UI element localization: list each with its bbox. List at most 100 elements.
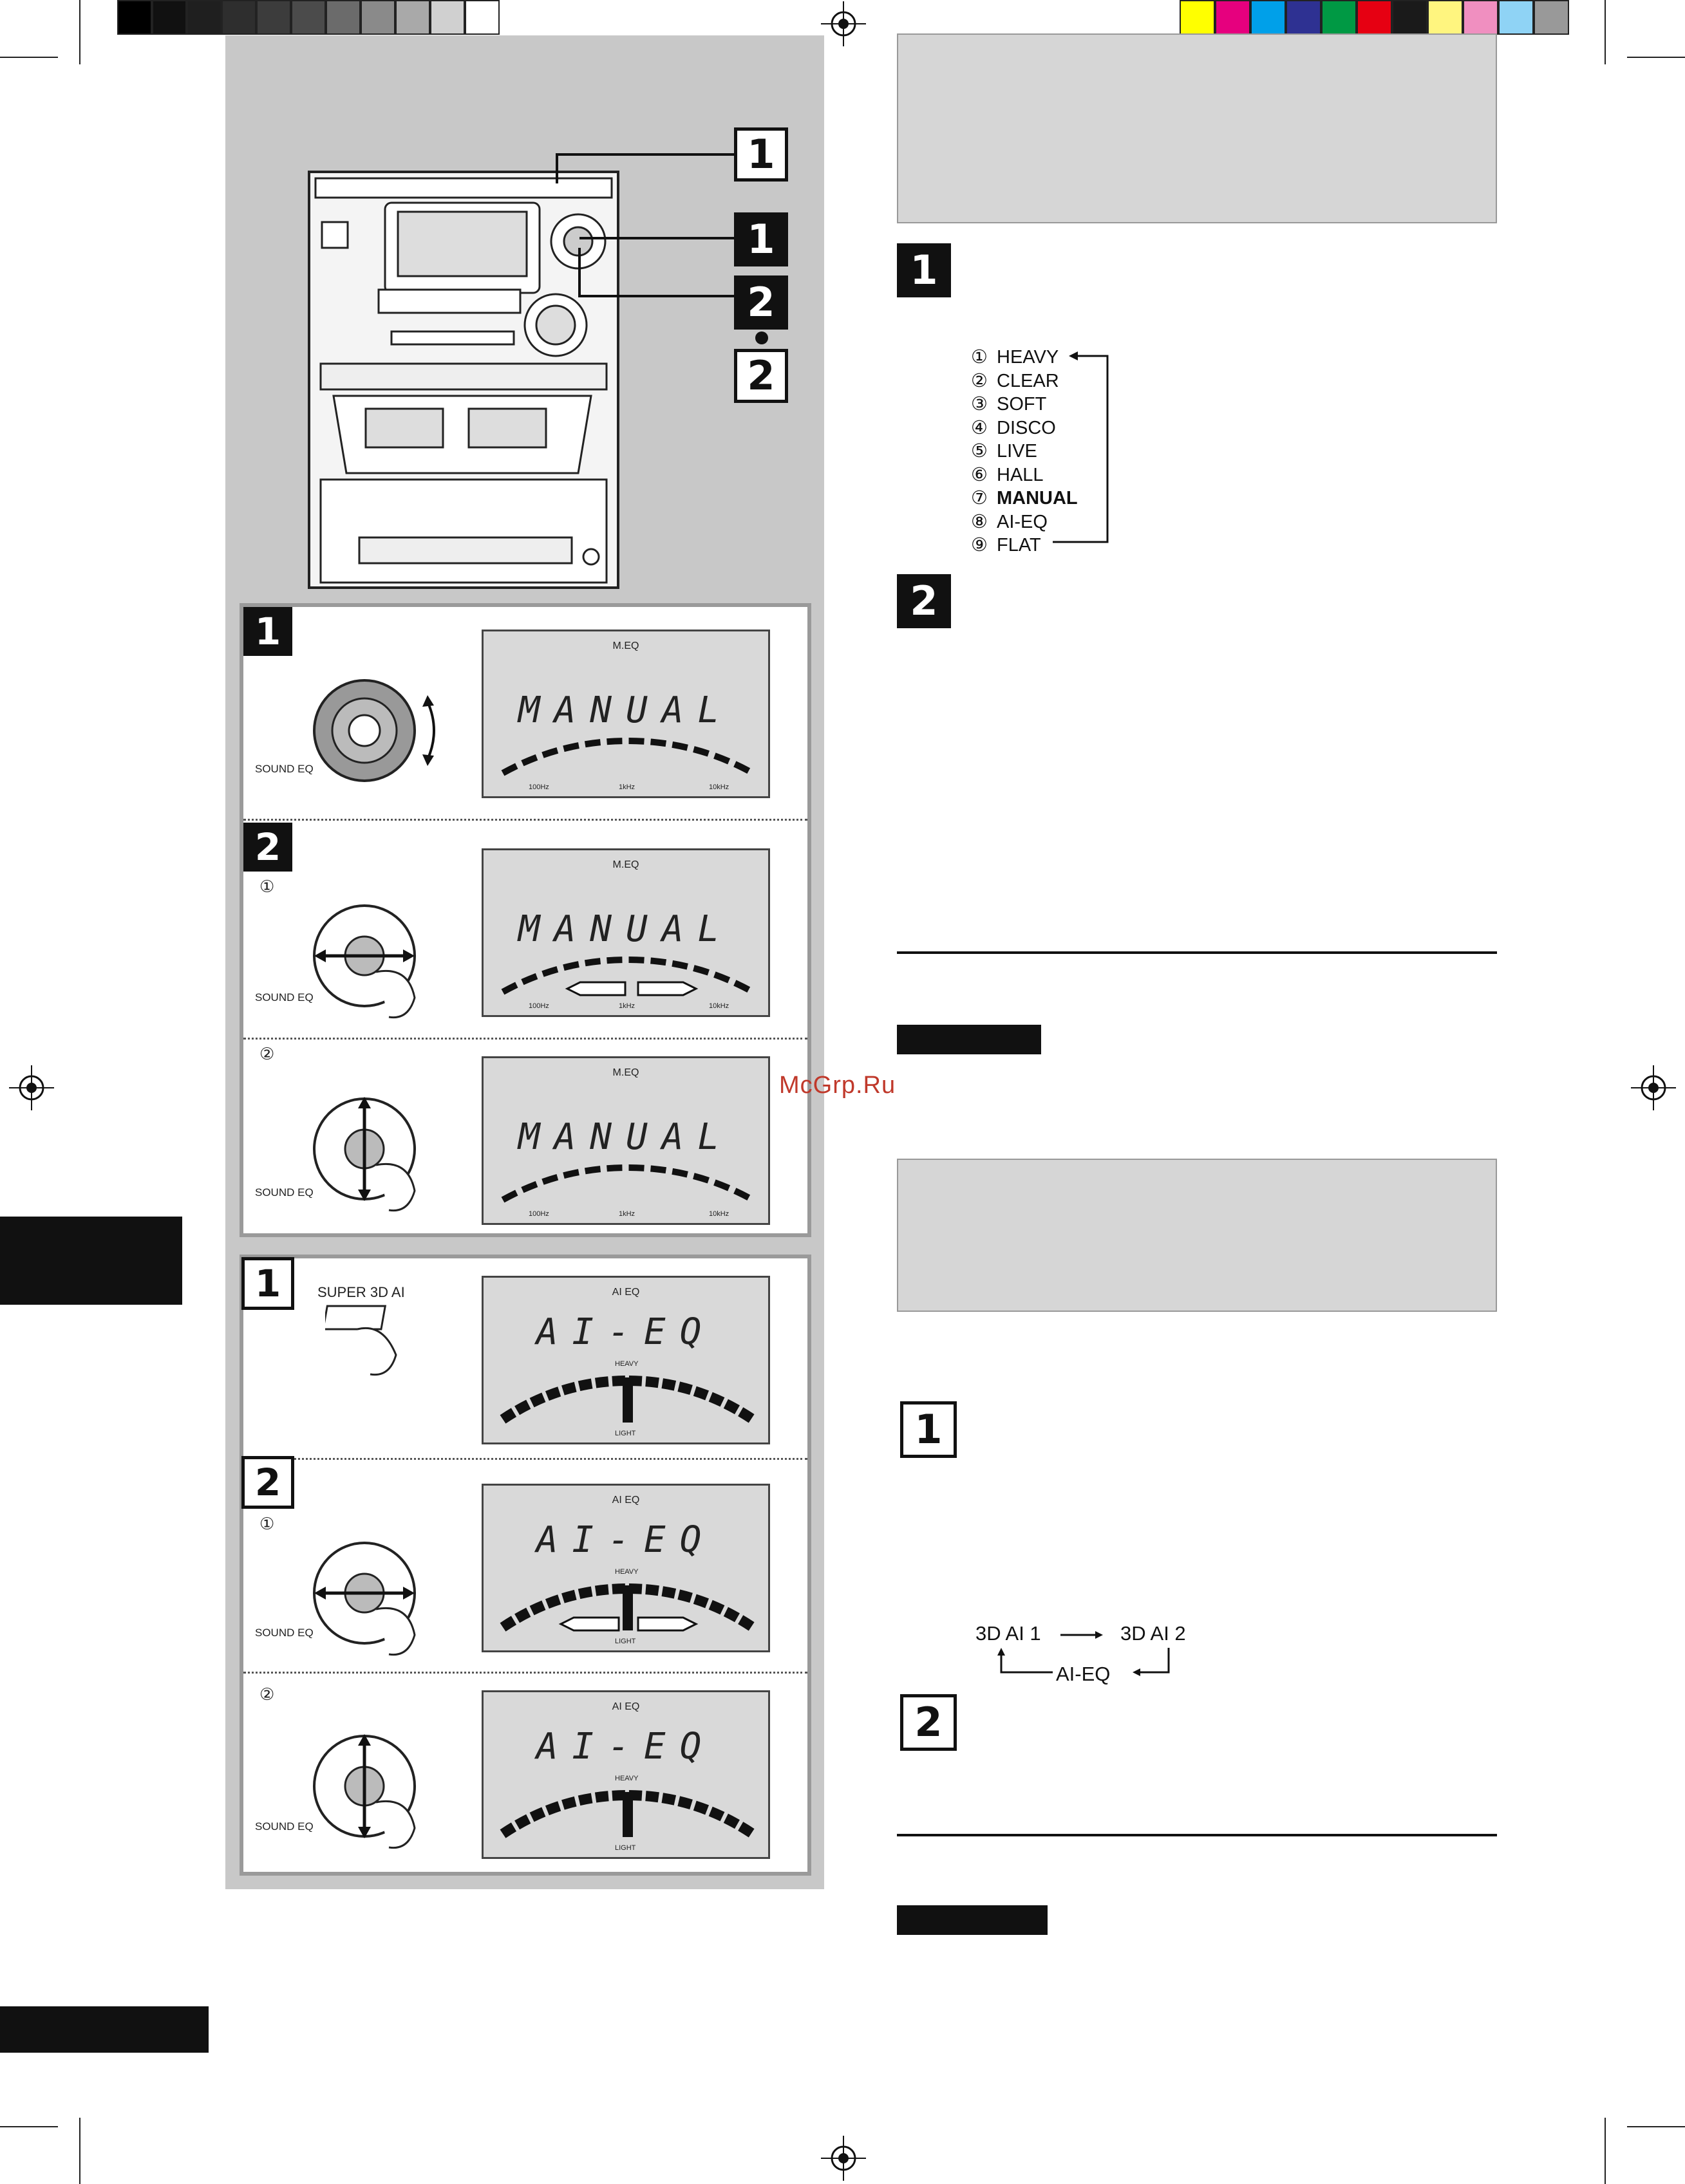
lcd-mode-text: MANUAL: [518, 1116, 734, 1158]
section-tab: [0, 1217, 182, 1305]
callout-lines: [556, 153, 734, 297]
sub-step-label: ①: [259, 877, 275, 896]
lcd-mode-tag: AI EQ: [612, 1287, 640, 1298]
grayscale-swatch: [291, 0, 326, 35]
crop-mark: [0, 2126, 58, 2127]
registration-mark-icon: [821, 2136, 866, 2181]
registration-mark-icon: [821, 1, 866, 46]
lcd-mode-tag: M.EQ: [612, 859, 639, 870]
color-swatch: [1463, 0, 1498, 35]
super-3d-ai-button-icon[interactable]: [325, 1303, 409, 1381]
lcd-display: AI EQ AI-EQ HEAVY LIGHT: [482, 1276, 770, 1444]
lcd-mode-tag: AI EQ: [612, 1701, 640, 1712]
grayscale-swatch: [395, 0, 430, 35]
color-swatch: [1534, 0, 1569, 35]
freq-label: 1kHz: [619, 1210, 635, 1218]
color-swatch: [1392, 0, 1427, 35]
super-3d-ai-button-label: SUPER 3D AI: [317, 1284, 405, 1300]
lcd-top-label: HEAVY: [615, 1360, 639, 1368]
grayscale-swatch: [187, 0, 221, 35]
divider: [243, 1458, 807, 1460]
sound-eq-left-right-icon: [313, 904, 416, 1019]
eq-mode-label: FLAT: [997, 535, 1041, 555]
step-number: 2: [897, 574, 951, 628]
step-number: 2: [243, 823, 292, 872]
page-number-tab: [0, 2006, 209, 2053]
lcd-display: AI EQ AI-EQ HEAVY LIGHT: [482, 1484, 770, 1652]
eq-mode-item: ④ DISCO: [971, 416, 1056, 439]
sound-eq-left-right-icon: [313, 1542, 416, 1656]
bullet-dot-icon: [755, 331, 768, 344]
freq-label: 1kHz: [619, 783, 635, 791]
eq-bars-graphic: [501, 737, 755, 776]
lcd-mode-text: AI-EQ: [536, 1311, 716, 1353]
dial-caption: SOUND EQ: [255, 763, 314, 775]
note-heading-bar: [897, 1025, 1041, 1054]
lcd-mode-text: AI-EQ: [536, 1726, 716, 1768]
crop-mark: [1627, 57, 1685, 58]
eq-mode-item: ③ SOFT: [971, 393, 1046, 415]
lcd-mode-tag: M.EQ: [612, 640, 639, 651]
eq-mode-label: SOFT: [997, 394, 1047, 415]
section-rule: [897, 951, 1497, 954]
color-swatch: [1321, 0, 1357, 35]
arrow-right-icon: [1060, 1631, 1103, 1639]
color-swatch: [1180, 0, 1215, 35]
grayscale-swatch: [465, 0, 500, 35]
sequence-item: 3D AI 2: [1120, 1622, 1186, 1645]
eq-mode-number: ⑧: [971, 511, 988, 532]
eq-mode-number: ④: [971, 417, 988, 438]
freq-label: 100Hz: [529, 1210, 549, 1218]
eq-mode-number: ⑥: [971, 464, 988, 485]
callout-number: 2: [734, 349, 788, 403]
lcd-display: M.EQ MANUAL 100Hz 1kHz 10kHz: [482, 848, 770, 1017]
color-swatch: [1286, 0, 1321, 35]
sequence-item: 3D AI 1: [975, 1622, 1041, 1645]
crop-mark: [1605, 2118, 1606, 2184]
lcd-bottom-label: LIGHT: [615, 1638, 636, 1645]
section-rule: [897, 1834, 1497, 1836]
note-heading-bar: [897, 1905, 1048, 1935]
grayscale-swatch: [152, 0, 187, 35]
grayscale-swatch: [117, 0, 152, 35]
stereo-system-illustration: [308, 171, 619, 589]
grayscale-swatch: [326, 0, 361, 35]
color-swatch: [1427, 0, 1463, 35]
intro-box: [897, 33, 1497, 223]
lcd-mode-text: AI-EQ: [536, 1519, 716, 1561]
step-number: 1: [243, 607, 292, 656]
eq-mode-number: ⑤: [971, 441, 988, 462]
grayscale-swatch: [256, 0, 291, 35]
color-swatch: [1215, 0, 1250, 35]
dial-caption: SOUND EQ: [255, 1820, 314, 1833]
color-swatch: [1498, 0, 1534, 35]
divider: [243, 819, 807, 821]
dial-caption: SOUND EQ: [255, 1186, 314, 1199]
divider: [243, 1038, 807, 1040]
eq-mode-number: ③: [971, 394, 988, 415]
lcd-top-label: HEAVY: [615, 1775, 639, 1782]
crop-mark: [1605, 0, 1606, 64]
freq-label: 100Hz: [529, 1002, 549, 1010]
sound-eq-dial-icon: [313, 679, 435, 782]
sound-eq-up-down-icon: [313, 1097, 416, 1212]
freq-label: 10kHz: [709, 1210, 730, 1218]
lcd-display: M.EQ MANUAL 100Hz 1kHz 10kHz: [482, 630, 770, 798]
eq-mode-label: HEAVY: [997, 347, 1059, 368]
freq-label: 10kHz: [709, 783, 730, 791]
eq-mode-number: ②: [971, 370, 988, 391]
sequence-item: AI-EQ: [1056, 1663, 1111, 1685]
callout-number: 2: [734, 275, 788, 330]
lcd-mode-text: MANUAL: [518, 689, 734, 731]
grayscale-swatch: [221, 0, 256, 35]
eq-bars-graphic: [501, 956, 755, 996]
sub-step-label: ②: [259, 1044, 275, 1063]
crop-mark: [79, 0, 80, 64]
dial-caption: SOUND EQ: [255, 1627, 314, 1639]
lcd-bottom-label: LIGHT: [615, 1844, 636, 1852]
lcd-mode-tag: M.EQ: [612, 1067, 639, 1078]
eq-mode-label: DISCO: [997, 417, 1056, 438]
